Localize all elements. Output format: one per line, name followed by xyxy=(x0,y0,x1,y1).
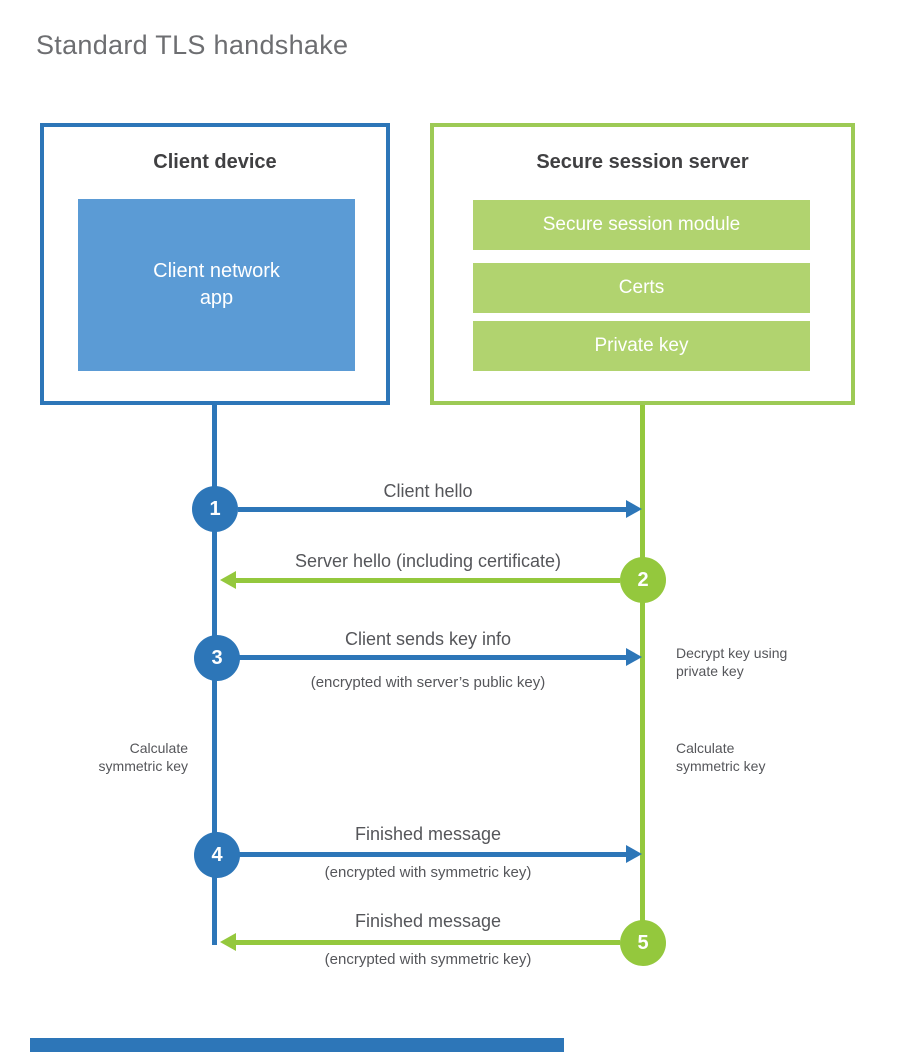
arrow-head-right-icon xyxy=(626,500,642,518)
step-3-sublabel: (encrypted with server’s public key) xyxy=(310,674,546,691)
client-network-app-box: Client network app xyxy=(78,199,355,371)
step-2-arrow xyxy=(236,578,620,583)
cropped-next-section-edge xyxy=(30,1038,564,1052)
step-3-label: Client sends key info xyxy=(344,629,512,649)
step-3-arrow xyxy=(238,655,628,660)
step-2-badge: 2 xyxy=(620,557,666,603)
step-5-badge: 5 xyxy=(620,920,666,966)
step-4-sublabel: (encrypted with symmetric key) xyxy=(324,864,532,881)
arrow-head-right-icon xyxy=(626,845,642,863)
arrow-head-left-icon xyxy=(220,571,236,589)
calculate-symmetric-key-note-server: Calculate symmetric key xyxy=(676,740,766,774)
secure-session-server-box: Secure session server Secure session mod… xyxy=(430,123,855,405)
server-module-certs: Certs xyxy=(473,263,810,313)
server-lifeline xyxy=(640,405,645,943)
step-1-badge: 1 xyxy=(192,486,238,532)
step-4-badge: 4 xyxy=(194,832,240,878)
client-device-box: Client device Client network app xyxy=(40,123,390,405)
server-heading: Secure session server xyxy=(536,151,749,173)
step-4-label: Finished message xyxy=(354,824,502,844)
calculate-symmetric-key-note-client: Calculate symmetric key xyxy=(98,740,188,774)
step-1-label: Client hello xyxy=(383,481,473,501)
decrypt-key-note: Decrypt key using private key xyxy=(676,645,788,679)
step-1-arrow xyxy=(238,507,628,512)
server-module-secure-session: Secure session module xyxy=(473,200,810,250)
step-5-arrow xyxy=(236,940,620,945)
step-4-arrow xyxy=(238,852,628,857)
step-5-label: Finished message xyxy=(354,911,502,931)
step-3-badge: 3 xyxy=(194,635,240,681)
server-module-private-key: Private key xyxy=(473,321,810,371)
step-5-sublabel: (encrypted with symmetric key) xyxy=(324,951,532,968)
client-app-label-line2: app xyxy=(199,287,234,309)
step-2-label: Server hello (including certificate) xyxy=(294,551,562,571)
page-title: Standard TLS handshake xyxy=(36,30,349,60)
arrow-head-left-icon xyxy=(220,933,236,951)
client-device-heading: Client device xyxy=(153,151,277,173)
arrow-head-right-icon xyxy=(626,648,642,666)
client-app-label-line1: Client network xyxy=(153,260,280,282)
